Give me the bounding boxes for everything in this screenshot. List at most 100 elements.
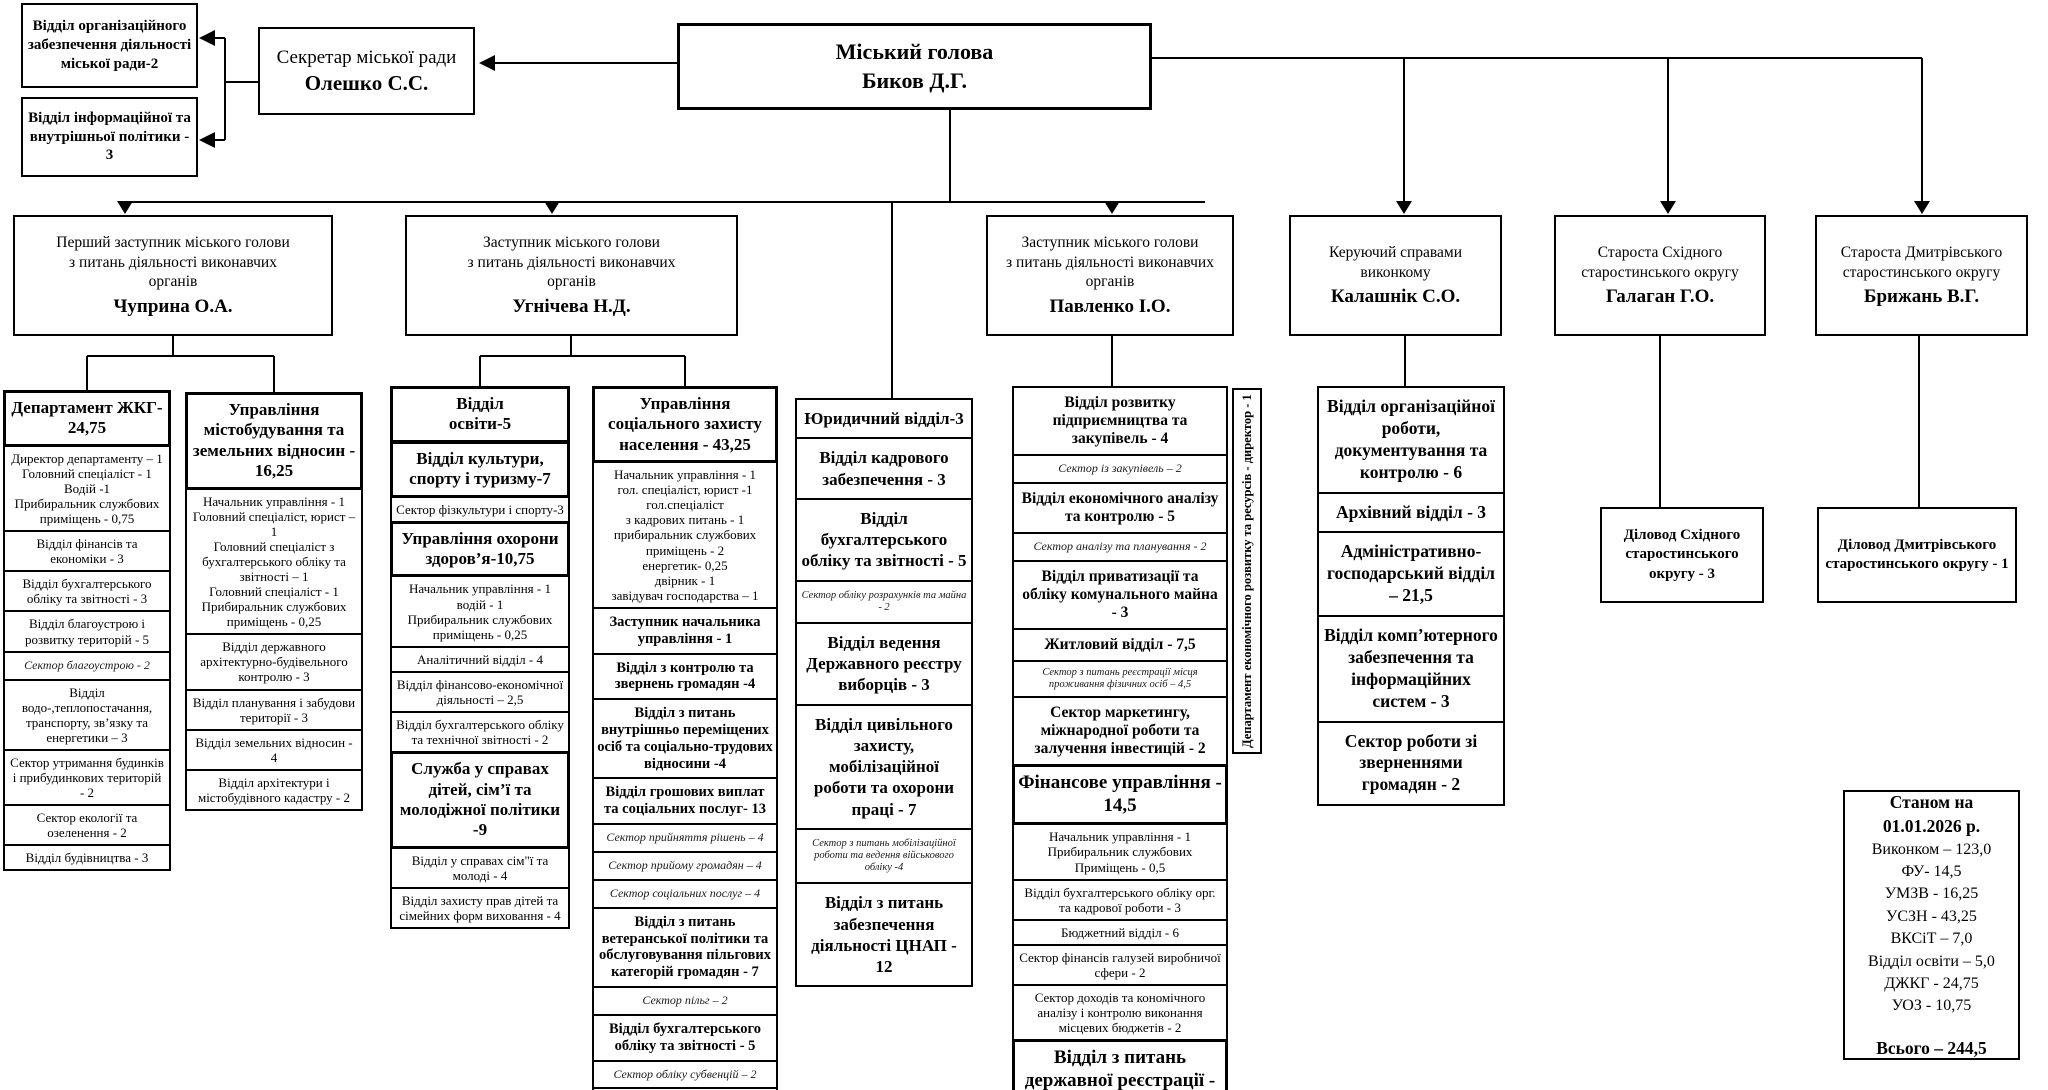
org-unit-box: Відділ бухгалтерського обліку та звітнос… <box>3 570 171 613</box>
legend-line: ВКСіТ – 7,0 <box>1890 930 1973 948</box>
mayor-name: Биков Д.Г. <box>861 67 968 93</box>
org-unit-box: Відділ захисту прав дітей та сімейних фо… <box>390 886 570 929</box>
deputy-box-galagan: Староста Східного старостинського округу… <box>1554 215 1766 336</box>
org-unit-box: Відділ розвитку підприємництва та закупі… <box>1012 386 1228 456</box>
deputy-name: Павленко І.О. <box>1049 295 1171 317</box>
org-unit-box: Служба у справах дітей, сім’ї та молодіж… <box>390 751 570 849</box>
deputy-title: Староста Дмитрівського старостинського о… <box>1840 244 2003 281</box>
unit-label: Відділ організаційного забезпечення діял… <box>27 18 192 72</box>
org-unit-box: Сектор аналітично-інформаційних систем с… <box>592 1087 778 1090</box>
org-unit-box: Відділ з питань забезпечення діяльності … <box>795 882 973 988</box>
org-unit-box: Сектор екології та озеленення - 2 <box>3 804 171 847</box>
deputy-name: Калашнік С.О. <box>1330 285 1461 307</box>
deputy-title: Заступник міського голови з питань діяль… <box>467 234 676 291</box>
org-unit-box: Відділ освіти-5 <box>390 386 570 443</box>
deputy-box-kalashnik: Керуючий справами виконкому Калашнік С.О… <box>1289 215 1502 336</box>
org-unit-box: Відділ земельних відносин - 4 <box>185 728 363 771</box>
org-unit-box: Відділ з питань державної реєстрації - 6 <box>1012 1039 1228 1090</box>
org-unit-box: Департамент ЖКГ- 24,75 <box>3 390 171 447</box>
org-unit-box: Житловий відділ - 7,5 <box>1012 627 1228 662</box>
org-unit-box: Відділ державного архітектурно-будівельн… <box>185 633 363 691</box>
deputy-box-bryzhan: Староста Дмитрівського старостинського о… <box>1815 215 2028 336</box>
org-unit-box: Сектор соціальних послуг – 4 <box>592 878 778 909</box>
org-unit-box: Відділ архітектури і містобудівного када… <box>185 768 363 811</box>
org-unit-box: Сектор пільг – 2 <box>592 985 778 1016</box>
legend-line: ФУ- 14,5 <box>1901 863 1962 881</box>
org-unit-box: Начальник управління - 1 гол. спеціаліст… <box>592 461 778 609</box>
deputy-title: Староста Східного старостинського округу <box>1581 244 1739 281</box>
org-unit-box: Відділ бухгалтерського обліку орг. та ка… <box>1012 878 1228 921</box>
unit-label: Діловод Дмитрівського старостинського ок… <box>1825 536 2009 573</box>
org-unit-box: Відділ будівництва - 3 <box>3 844 171 872</box>
legend-line: Виконком – 123,0 <box>1871 840 1992 858</box>
org-unit-box: Відділ фінансово-економічної діяльності … <box>390 670 570 713</box>
org-unit-box: Відділ благоустрою і розвитку територій … <box>3 610 171 653</box>
org-unit-box: Начальник управління - 1 Головний спеціа… <box>185 487 363 636</box>
org-unit-box: Начальник управління - 1 Прибиральник сл… <box>1012 823 1228 881</box>
org-unit-box: Сектор обліку розрахунків та майна - 2 <box>795 579 973 624</box>
org-unit-box: Відділ з питань внутрішньо переміщених о… <box>592 698 778 780</box>
org-unit-box: Сектор фізкультури і спорту-3 <box>390 495 570 523</box>
legend-line: УМЗВ - 16,25 <box>1884 885 1979 903</box>
org-unit-box: Сектор благоустрою - 2 <box>3 650 171 681</box>
staffing-summary-box: Станом на 01.01.2026 р. Виконком – 123,0… <box>1843 790 2020 1060</box>
org-unit-box: Заступник начальника управління - 1 <box>592 606 778 655</box>
org-unit-box: Відділ водо-,теплопостачання, транспорту… <box>3 678 171 751</box>
secretary-name: Олешко С.С. <box>304 70 429 95</box>
org-unit-box: Відділ цивільного захисту, мобілізаційно… <box>795 703 973 830</box>
org-unit-box: Сектор прийняття рішень – 4 <box>592 823 778 853</box>
deputy-name: Чуприна О.А. <box>113 295 233 317</box>
legend-line: ДЖКГ - 24,75 <box>1884 975 1979 993</box>
org-unit-box: Фінансове управління - 14,5 <box>1012 763 1228 826</box>
org-unit-box: Сектор фінансів галузей виробничої сфери… <box>1012 943 1228 986</box>
org-unit-box: Юридичний відділ-3 <box>795 398 973 440</box>
org-unit-box: Відділ у справах сім"ї та молоді - 4 <box>390 846 570 889</box>
unit-label: Діловод Східного старостинського округу … <box>1623 526 1741 582</box>
org-unit-box: Відділ економічного аналізу та контролю … <box>1012 481 1228 534</box>
org-unit-box: Сектор утримання будинків і прибудинкови… <box>3 748 171 807</box>
org-unit-box: Відділ з контролю та звернень громадян -… <box>592 652 778 701</box>
org-unit-box: Адміністративно-господарський відділ – 2… <box>1317 531 1505 617</box>
org-column-mistobuduvannia: Управління містобудування та земельних в… <box>185 392 363 811</box>
legend-line: Відділ освіти – 5,0 <box>1868 952 1995 970</box>
org-unit-box: Сектор з питань реєстрації місця прожива… <box>1012 659 1228 698</box>
org-unit-box: Сектор доходів та кономічного аналізу і … <box>1012 984 1228 1042</box>
org-unit-box: Сектор аналізу та планування - 2 <box>1012 531 1228 562</box>
unit-org-support-box: Відділ організаційного забезпечення діял… <box>21 3 198 88</box>
org-unit-box: Відділ бухгалтерського обліку та технічн… <box>390 710 570 754</box>
deputy-name: Галаган Г.О. <box>1605 285 1715 307</box>
org-unit-box: Управління охорони здоров’я-10,75 <box>390 520 570 578</box>
org-unit-box: Відділ грошових виплат та соціальних пос… <box>592 777 778 825</box>
org-unit-box: Відділ з питань ветеранської політики та… <box>592 906 778 988</box>
deputy-title: Заступник міського голови з питань діяль… <box>1006 234 1214 291</box>
org-unit-box: Відділ кадрового забезпечення - 3 <box>795 437 973 500</box>
org-column-orgrobota: Відділ організаційної роботи, документув… <box>1317 386 1505 807</box>
org-unit-box: Сектор з питань мобілізаційної роботи та… <box>795 827 973 885</box>
org-unit-box: Управління містобудування та земельних в… <box>185 392 363 490</box>
deputy-box-pavlenko: Заступник міського голови з питань діяль… <box>986 215 1234 336</box>
deputy-name: Угнічева Н.Д. <box>512 295 631 317</box>
org-unit-box: Архівний відділ - 3 <box>1317 491 1505 534</box>
secretary-box: Секретар міської ради Олешко С.С. <box>258 27 475 115</box>
org-unit-box: Аналітичний відділ - 4 <box>390 645 570 673</box>
clerk-dmytrivka-district-box: Діловод Дмитрівського старостинського ок… <box>1817 507 2017 603</box>
unit-info-policy-box: Відділ інформаційної та внутрішньої полі… <box>21 97 198 177</box>
org-unit-box: Відділ організаційної роботи, документув… <box>1317 386 1505 494</box>
org-column-ekonomika: Відділ розвитку підприємництва та закупі… <box>1012 386 1228 1090</box>
org-unit-box: Сектор обліку субвенцій – 2 <box>592 1059 778 1090</box>
org-unit-box: Бюджетний відділ - 6 <box>1012 918 1228 946</box>
unit-label: Відділ інформаційної та внутрішньої полі… <box>28 109 191 164</box>
org-unit-box: Управління соціального захисту населення… <box>592 386 778 464</box>
org-unit-box: Сектор прийому громадян – 4 <box>592 850 778 881</box>
org-unit-box: Начальник управління - 1 водій - 1 Приби… <box>390 575 570 648</box>
org-unit-box: Відділ бухгалтерського обліку та звітнос… <box>592 1013 778 1062</box>
org-unit-box: Сектор із закупівель – 2 <box>1012 453 1228 484</box>
legend-line: УСЗН - 43,25 <box>1886 907 1977 925</box>
org-unit-box: Сектор роботи зі зверненнями громадян - … <box>1317 720 1505 807</box>
deputy-box-chupryna: Перший заступник міського голови з питан… <box>13 215 333 336</box>
org-unit-box: Сектор маркетингу, міжнародної роботи та… <box>1012 695 1228 766</box>
